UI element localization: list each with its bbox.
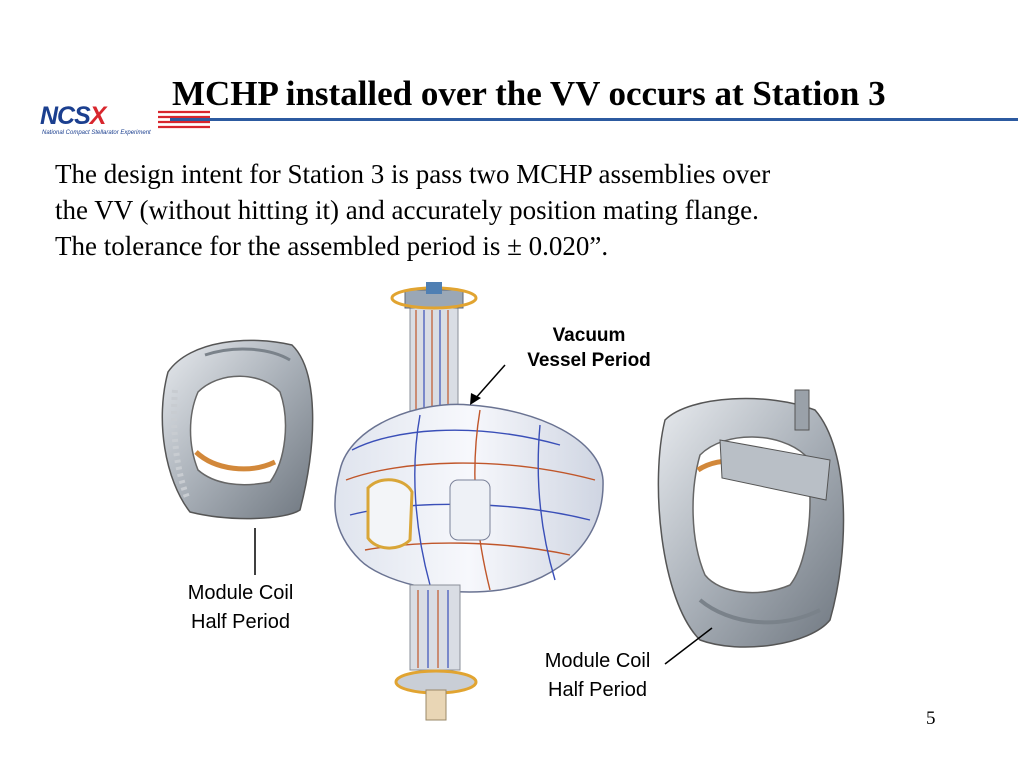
body-paragraph: The design intent for Station 3 is pass … <box>55 156 985 264</box>
right-coil-pointer <box>664 627 713 665</box>
left-coil-label: Module Coil Half Period <box>187 582 294 633</box>
body-line: The tolerance for the assembled period i… <box>55 231 609 261</box>
right-coil-image <box>657 389 845 648</box>
vessel-pointer <box>470 364 506 405</box>
logo-stripes-icon <box>158 110 210 129</box>
body-line: the VV (without hitting it) and accurate… <box>55 195 759 225</box>
logo-wordmark: NCSX <box>40 102 106 130</box>
header-rule <box>170 118 1018 121</box>
logo-subtitle: National Compact Stellarator Experiment <box>42 130 151 136</box>
right-coil-label: Module Coil Half Period <box>544 650 651 701</box>
vacuum-vessel-label: Vacuum Vessel Period <box>527 325 651 371</box>
ncsx-logo: NCSX National Compact Stellarator Experi… <box>40 102 210 140</box>
vacuum-vessel-image <box>334 282 604 721</box>
slide-title: MCHP installed over the VV occurs at Sta… <box>172 74 886 113</box>
body-line: The design intent for Station 3 is pass … <box>55 159 771 189</box>
page-number: 5 <box>926 708 936 729</box>
left-coil-image <box>161 339 314 520</box>
